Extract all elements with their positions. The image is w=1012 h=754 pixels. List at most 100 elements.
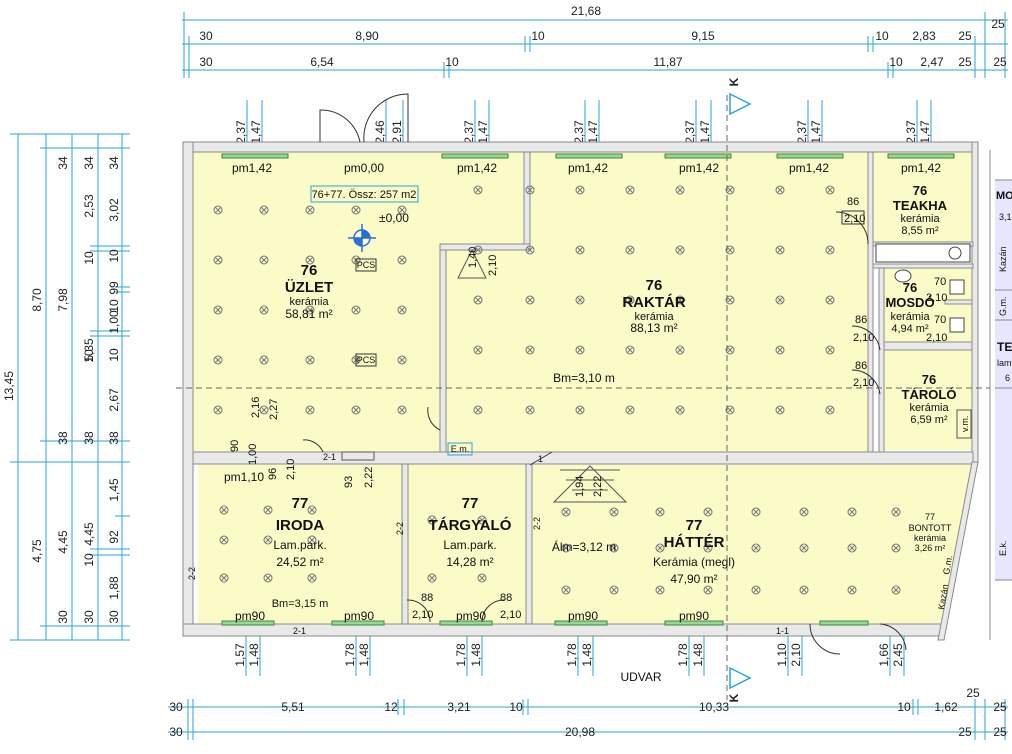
dim-left-c4: 1,45 xyxy=(107,478,121,502)
parapet-label: pm1,42 xyxy=(679,161,719,175)
light-fixture-icon xyxy=(259,355,269,365)
dim-top-r2: 25 xyxy=(958,55,972,69)
light-fixture-icon xyxy=(525,405,535,415)
light-fixture-cross xyxy=(214,206,222,214)
wall-marks: 2-2 2-2 2-1 2-1 1-1 2-2 xyxy=(187,452,789,636)
wall-mark: 2-2 xyxy=(532,517,542,530)
dim-left-c4: 92 xyxy=(107,530,121,544)
light-fixture-cross xyxy=(576,246,584,254)
light-fixture-icon xyxy=(213,405,223,415)
light-fixture-cross xyxy=(308,506,316,514)
room-name: TÁROLÓ xyxy=(902,387,957,402)
light-fixture-icon xyxy=(263,505,273,515)
pcs-label: PCS xyxy=(357,355,376,365)
dim-left-c1: 4,75 xyxy=(30,539,44,563)
light-fixture-icon xyxy=(213,255,223,265)
light-fixture-icon xyxy=(775,245,785,255)
light-fixture-icon xyxy=(351,305,361,315)
light-fixture-cross xyxy=(704,544,712,552)
light-fixture-cross xyxy=(892,544,900,552)
marker-one: 1 xyxy=(538,454,543,464)
room-floor: kerámia xyxy=(900,213,940,225)
door-dim: 2,10 xyxy=(412,609,433,621)
room-tarolo: 76 TÁROLÓ kerámia 6,59 m² xyxy=(902,372,957,426)
dim-left-c4: 3,02 xyxy=(107,198,121,222)
section-marker-bottom: K xyxy=(727,666,752,702)
door-dim: 1,00 xyxy=(247,444,259,465)
sink-icon xyxy=(948,246,962,260)
light-fixture-icon xyxy=(799,585,809,595)
light-fixture-cross xyxy=(260,206,268,214)
door-dim: 86 xyxy=(855,360,867,372)
level-label: ±0,00 xyxy=(379,211,409,225)
parapet-labels-bottom: pm90 pm90 pm90 pm90 pm90 pm1,10 xyxy=(224,470,709,623)
area-total: 76+77. Össz: 257 m2 xyxy=(312,189,417,201)
dim-total-top: 21,68 xyxy=(571,4,601,18)
room-name: BONTOTT xyxy=(909,523,952,533)
ek-label: E.k. xyxy=(998,540,1008,556)
light-fixture-cross xyxy=(776,406,784,414)
cut-label: lam xyxy=(997,358,1012,368)
light-fixture-cross xyxy=(676,296,684,304)
room-area: 4,94 m² xyxy=(891,323,929,335)
dim-left-c2: 38 xyxy=(56,431,70,445)
room-floor: Lam.park. xyxy=(273,538,326,552)
light-fixture-cross xyxy=(306,306,314,314)
room-number: 77 xyxy=(686,517,703,534)
pcs-label: PCS xyxy=(357,260,376,270)
light-fixture-icon xyxy=(473,185,483,195)
light-fixture-icon xyxy=(725,245,735,255)
light-fixture-cross xyxy=(704,508,712,516)
window-dim: 1,66 xyxy=(877,643,891,667)
light-fixture-cross xyxy=(848,586,856,594)
room-mosdo: 76 MOSDÓ kerámia 4,94 m² xyxy=(885,280,934,335)
room-area: 8,55 m² xyxy=(901,225,939,237)
wall-mark: 1-1 xyxy=(776,626,789,636)
dim-top-r1: 10 xyxy=(875,29,889,43)
light-fixture-cross xyxy=(704,586,712,594)
dim-left-c4: 99 xyxy=(107,281,121,295)
light-fixture-cross xyxy=(610,508,618,516)
light-fixture-cross xyxy=(474,406,482,414)
dim-left-c3: 10 xyxy=(82,553,96,567)
washbasin-icon xyxy=(894,269,912,283)
room-floor: kerámia xyxy=(890,311,930,323)
light-fixture-icon xyxy=(625,345,635,355)
parapet-label: pm1,42 xyxy=(568,161,608,175)
dim-left-total: 13,45 xyxy=(2,371,16,401)
parapet-label: pm1,42 xyxy=(232,161,272,175)
light-fixture-icon xyxy=(751,543,761,553)
window-dims-bottom: 1,57 1,48 1,78 1,48 1,78 1,48 1,78 1,48 … xyxy=(233,643,905,667)
door-dim: 1,94 xyxy=(574,476,586,497)
room-number: 76 xyxy=(301,262,318,279)
light-fixture-cross xyxy=(526,346,534,354)
dim-top-r2: 25 xyxy=(993,55,1007,69)
dim-left-c2: 30 xyxy=(56,610,70,624)
parapet-label: pm90 xyxy=(456,609,486,623)
light-fixture-cross xyxy=(398,356,406,364)
parapet-label: pm1,42 xyxy=(457,161,497,175)
dim-bottom-r1: 12 xyxy=(384,700,398,714)
light-fixture-icon xyxy=(427,515,437,525)
light-fixture-icon xyxy=(725,185,735,195)
parapet-label: pm1,42 xyxy=(901,161,941,175)
light-fixture-icon xyxy=(473,405,483,415)
light-fixture-icon xyxy=(351,205,361,215)
light-fixture-cross xyxy=(478,574,486,582)
light-fixture-cross xyxy=(626,246,634,254)
light-fixture-icon xyxy=(891,507,901,517)
pcs-box: PCS xyxy=(355,258,377,272)
light-fixture-icon xyxy=(397,305,407,315)
light-fixture-icon xyxy=(775,345,785,355)
light-fixture-icon xyxy=(847,585,857,595)
light-fixture-cross xyxy=(526,296,534,304)
room-number: 77 xyxy=(292,495,309,512)
window-dim: 2,10 xyxy=(789,643,803,667)
window-dim: 1,47 xyxy=(476,120,490,144)
light-fixture-cross xyxy=(214,356,222,364)
parapet-label: pm90 xyxy=(344,609,374,623)
room-number: 77 xyxy=(462,495,479,512)
light-fixture-cross xyxy=(800,544,808,552)
dim-left-c4: 1,00 xyxy=(107,310,121,334)
dim-top-r1: 25 xyxy=(991,17,1005,31)
